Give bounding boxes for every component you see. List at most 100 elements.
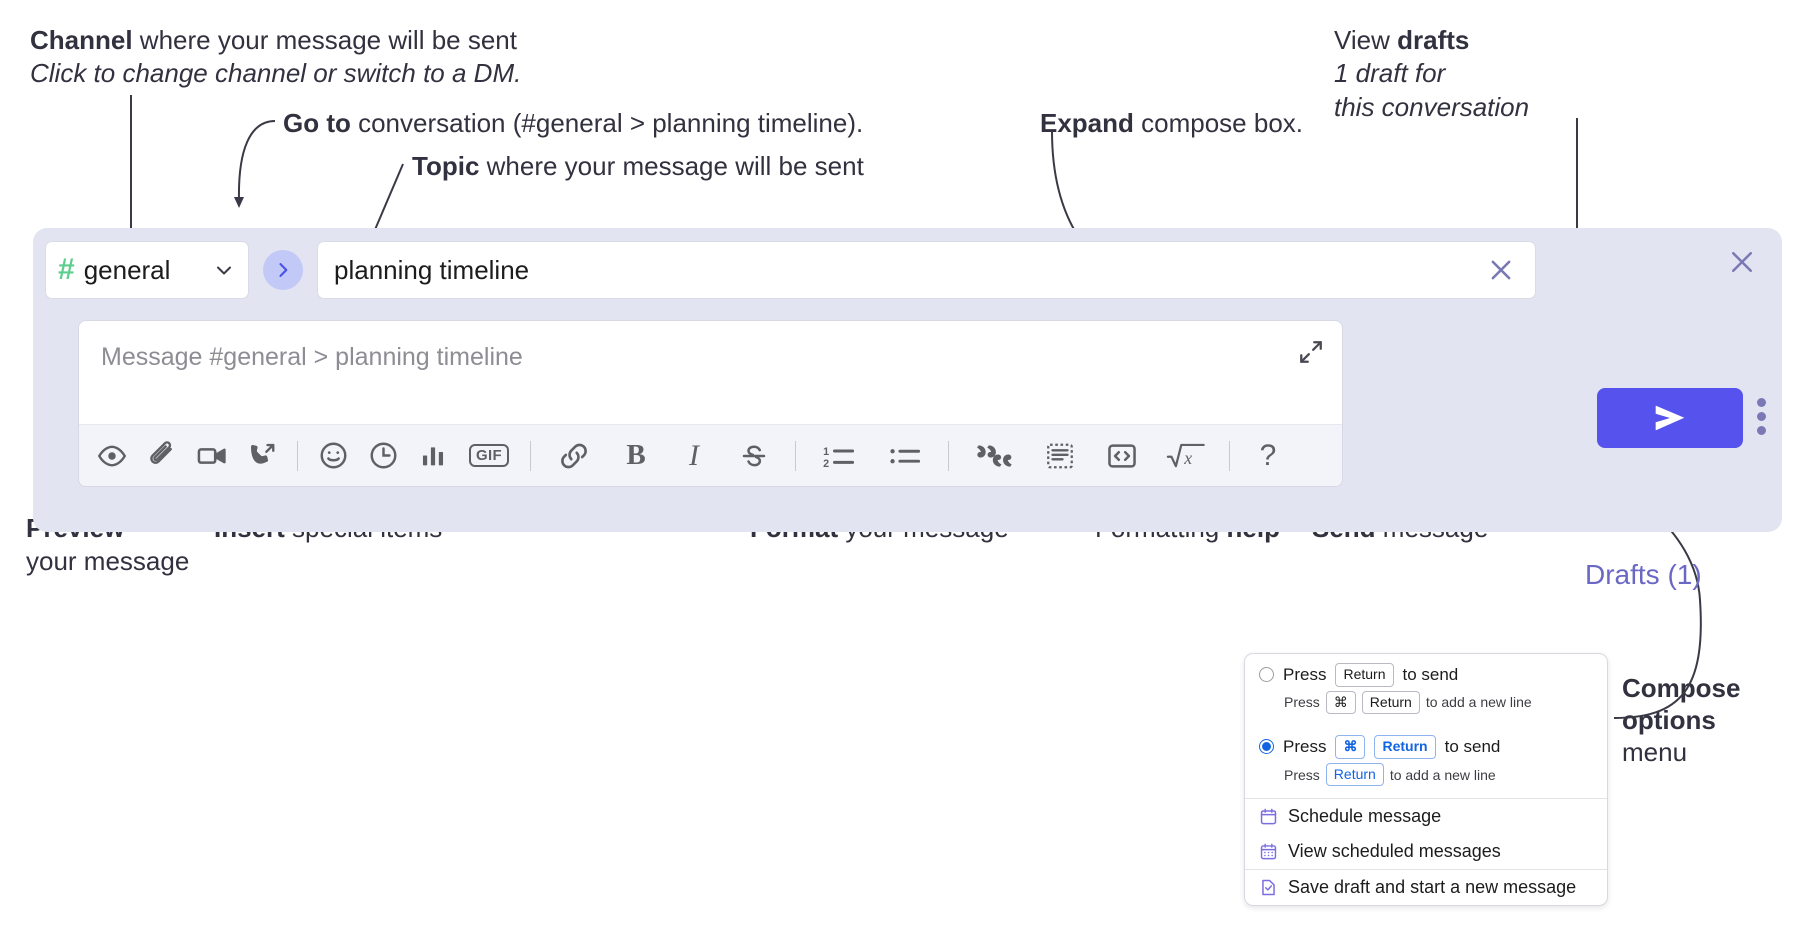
option2-press: Press — [1283, 736, 1327, 756]
kebab-dot — [1757, 412, 1766, 421]
ordered-list-icon[interactable]: 1 2 — [806, 433, 872, 479]
annotation-channel-bold: Channel — [30, 25, 133, 55]
drafts-link[interactable]: Drafts (1) — [1585, 559, 1702, 590]
channel-name: general — [83, 254, 171, 285]
annotation-channel: Channel where your message will be sent … — [30, 24, 521, 91]
svg-text:x: x — [1183, 447, 1192, 467]
code-block-icon[interactable] — [1029, 433, 1091, 479]
annotation-topic-rest: where your message will be sent — [479, 151, 864, 181]
annotation-drafts-line2: 1 draft for — [1334, 58, 1446, 89]
toolbar-divider — [795, 440, 796, 471]
option1-press: Press — [1283, 664, 1327, 684]
key-return: Return — [1335, 663, 1394, 687]
annotation-expand: Expand compose box. — [1040, 107, 1303, 140]
annotation-drafts-line3: this conversation — [1334, 91, 1530, 122]
radio-button[interactable] — [1259, 667, 1274, 683]
expand-icon[interactable] — [1290, 331, 1332, 373]
menu-divider — [1245, 798, 1607, 800]
annotation-drafts-line1a: View — [1334, 25, 1398, 55]
annotation-preview-line2: your message — [26, 546, 190, 577]
key-command: ⌘ — [1325, 690, 1356, 715]
emoji-icon[interactable] — [308, 433, 358, 479]
close-icon[interactable] — [1724, 244, 1760, 280]
key-return: Return — [1374, 735, 1436, 759]
link-icon[interactable] — [541, 433, 607, 479]
message-placeholder: Message #general > planning timeline — [101, 343, 523, 371]
help-icon[interactable]: ? — [1240, 433, 1296, 479]
menu-option-return-to-send[interactable]: Press Return to send Press ⌘ Return to a… — [1245, 654, 1607, 726]
calendar-icon — [1259, 807, 1278, 826]
save-draft-icon — [1259, 878, 1278, 897]
kebab-dot — [1757, 426, 1766, 435]
annotation-channel-italic: Click to change channel or switch to a D… — [30, 58, 522, 89]
option2-hint: Press Return to add a new line — [1259, 759, 1593, 795]
italic-label: I — [689, 438, 699, 472]
option1-sub-press: Press — [1284, 694, 1320, 711]
compose-header-row: # general planning timeline — [45, 241, 1536, 299]
annotation-goto-bold: Go to — [283, 108, 351, 138]
inline-code-icon[interactable] — [1091, 433, 1153, 479]
strikethrough-icon[interactable] — [723, 433, 785, 479]
annotation-expand-rest: compose box. — [1133, 108, 1304, 138]
help-label: ? — [1259, 438, 1277, 472]
annotation-compose-options: Compose options menu — [1622, 672, 1740, 769]
gif-label: GIF — [469, 444, 509, 467]
goto-conversation-button[interactable] — [263, 250, 303, 290]
option2-sub-press: Press — [1284, 766, 1320, 783]
menu-item-label: Save draft and start a new message — [1288, 877, 1577, 898]
kebab-dot — [1757, 398, 1766, 407]
attachment-icon[interactable] — [137, 433, 187, 479]
poll-icon[interactable] — [408, 433, 458, 479]
option1-hint: Press ⌘ Return to add a new line — [1259, 687, 1593, 723]
annotation-drafts-line1b: drafts — [1397, 25, 1470, 55]
annotation-compose-options-line3: menu — [1622, 737, 1688, 768]
send-button[interactable] — [1597, 388, 1743, 448]
schedule-clock-icon[interactable] — [358, 433, 408, 479]
annotation-goto: Go to conversation (#general > planning … — [283, 107, 863, 140]
option1-sub-tail: to add a new line — [1425, 694, 1532, 711]
menu-option-cmd-return-to-send[interactable]: Press ⌘ Return to send Press Return to a… — [1245, 726, 1607, 798]
bulleted-list-icon[interactable] — [872, 433, 938, 479]
toolbar-divider — [530, 440, 531, 471]
video-icon[interactable] — [187, 433, 237, 479]
topic-value: planning timeline — [334, 254, 530, 285]
channel-selector[interactable]: # general — [45, 241, 249, 299]
call-icon[interactable] — [237, 433, 287, 479]
gif-icon[interactable]: GIF — [458, 433, 520, 479]
preview-icon[interactable] — [87, 433, 137, 479]
menu-item-save-draft[interactable]: Save draft and start a new message — [1245, 870, 1607, 905]
annotation-drafts: View drafts 1 draft for this conversatio… — [1334, 24, 1529, 124]
option2-sub-tail: to add a new line — [1389, 766, 1496, 783]
italic-icon[interactable]: I — [665, 433, 723, 479]
option1-tail: to send — [1402, 664, 1459, 684]
blockquote-icon[interactable] — [959, 433, 1029, 479]
message-input-box[interactable]: Message #general > planning timeline — [78, 320, 1343, 487]
radio-button-selected[interactable] — [1259, 739, 1274, 755]
key-command: ⌘ — [1335, 735, 1366, 759]
hash-icon: # — [58, 253, 75, 286]
annotation-compose-options-line1: Compose — [1622, 673, 1741, 703]
chevron-down-icon — [212, 258, 236, 282]
svg-text:2: 2 — [823, 457, 829, 469]
bold-icon[interactable]: B — [607, 433, 665, 479]
menu-item-label: View scheduled messages — [1288, 841, 1501, 862]
compose-widget: # general planning timeline Message #gen… — [33, 228, 1782, 590]
annotation-goto-rest: conversation (#general > planning timeli… — [350, 108, 864, 138]
compose-options-menu-button[interactable] — [1757, 398, 1766, 435]
topic-input[interactable]: planning timeline — [317, 241, 1536, 299]
option2-tail: to send — [1444, 736, 1501, 756]
send-icon — [1655, 405, 1685, 431]
math-icon[interactable]: x — [1153, 433, 1219, 479]
compose-options-menu: Press Return to send Press ⌘ Return to a… — [1244, 653, 1608, 907]
menu-item-schedule-message[interactable]: Schedule message — [1245, 799, 1607, 834]
bold-label: B — [626, 439, 646, 471]
toolbar-divider — [948, 440, 949, 471]
key-return: Return — [1325, 762, 1384, 787]
annotation-topic-bold: Topic — [412, 151, 480, 181]
menu-item-label: Schedule message — [1288, 806, 1442, 827]
menu-item-view-scheduled-messages[interactable]: View scheduled messages — [1245, 834, 1607, 869]
clear-topic-icon[interactable] — [1481, 250, 1521, 290]
toolbar-divider — [297, 440, 298, 471]
calendar-grid-icon — [1259, 842, 1278, 861]
